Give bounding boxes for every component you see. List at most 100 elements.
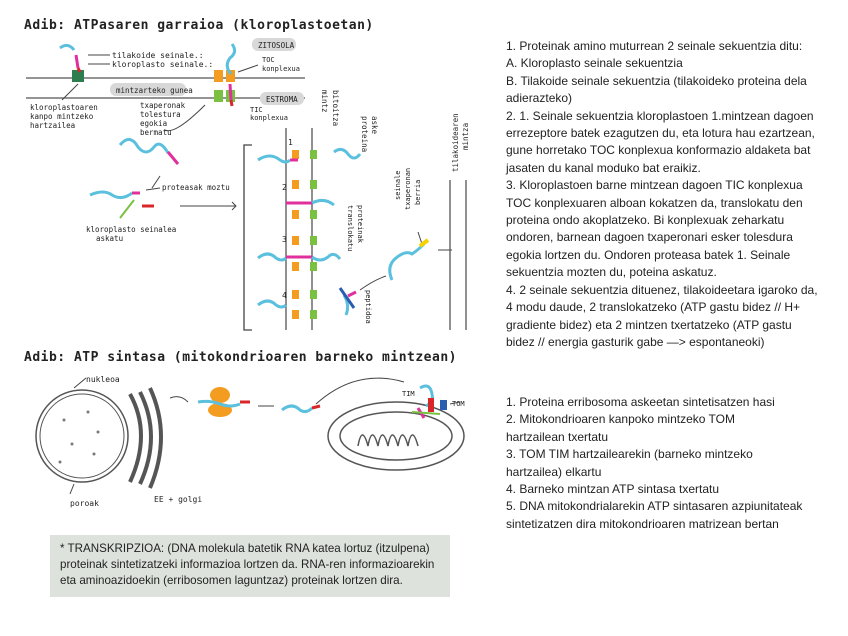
tim-complex-icon (428, 398, 434, 412)
pointer-line (417, 231, 423, 245)
label-kanpo-2: kanpo mintzeko (30, 112, 94, 121)
label-translokatu-2: proteinak (356, 205, 364, 244)
note-line: hartzailean txertatu (506, 429, 609, 444)
footnote-line: eta aminoazidoekin (erribosomen laguntza… (60, 574, 403, 587)
arrow (169, 396, 189, 403)
protein-strand (311, 252, 342, 262)
tic-complex-icon (310, 290, 317, 299)
chloroplast-signal (229, 99, 234, 107)
label-askatu: askatu (96, 234, 123, 243)
notes-section1: 1. Proteinak amino muturrean 2 seinale s… (506, 38, 836, 351)
arrow (315, 377, 405, 405)
label-tic-konplexua: konplexua (250, 114, 288, 122)
note-line: A. Kloroplasto seinale sekuentzia (506, 56, 683, 71)
label-proteina-1: proteina (360, 116, 369, 152)
note-line: ondoren, barnean dagoen txaperonari eske… (506, 230, 793, 245)
note-line: adierazteko) (506, 91, 573, 106)
note-line: sintetizatzen dira mitokondrioaren matri… (506, 516, 779, 531)
note-line: 1. Proteina erribosoma askeetan sintetis… (506, 395, 775, 409)
label-tilakoide-seinalea: tilakoide seinale.: (112, 51, 204, 60)
label-toc: TOC (262, 56, 275, 64)
note-line: 4. Barneko mintzan ATP sintasa txertatu (506, 482, 719, 497)
toc-complex-icon (292, 290, 299, 299)
tic-complex-icon (310, 150, 317, 159)
pointer-line (69, 483, 75, 495)
toc-complex-icon (292, 262, 299, 271)
mitochondrion-outer (327, 401, 465, 471)
cristae-icon (357, 434, 419, 447)
section1-title: Adib: ATPasaren garraioa (kloroplastoeta… (24, 18, 374, 33)
step-number: 2 (282, 183, 287, 192)
protein-strand (197, 399, 241, 408)
label-proteasak: proteasak moztu (162, 183, 230, 192)
arrow (164, 104, 206, 132)
note-line: gradiente bidez) eta 2 mintzen txertatze… (506, 317, 792, 332)
pointer-line (61, 83, 79, 101)
protein-strand (257, 252, 288, 262)
label-mintz-1: mintz (320, 90, 329, 113)
chloroplast-signal (311, 404, 321, 410)
step-number: 3 (282, 235, 287, 244)
note-line: B. Tilakoide seinale sekuentzia (tilakoi… (506, 73, 807, 88)
nuclear-pores (58, 410, 100, 464)
tic-complex-icon (310, 180, 317, 189)
zitosola-badge (252, 38, 296, 51)
label-seinalea-3: berria (414, 180, 422, 205)
label-estroma: ESTROMA (266, 95, 298, 104)
peptide-icon (338, 287, 356, 309)
tic-complex-icon (310, 262, 317, 271)
note-line: 2. Mitokondrioaren kanpoko mintzeko TOM (506, 412, 736, 427)
estroma-badge (260, 92, 304, 105)
protein-strand (257, 299, 288, 309)
label-tic: TIC (250, 106, 263, 114)
label-toc-konplexua: konplexua (262, 65, 300, 73)
tic-complex-icon (310, 210, 317, 219)
protein-strand (311, 198, 335, 207)
footnote-line: * TRANSKRIPZIOA: (DNA molekula batetik R… (60, 542, 430, 555)
note-line: hartzailea) elkartu (506, 464, 602, 479)
protein-strand (118, 138, 170, 154)
pointer-line (449, 401, 461, 405)
label-txaperona-3: egokia (140, 119, 167, 128)
er-golgi-icon (128, 393, 143, 483)
tilakoid-signal (166, 151, 180, 165)
tilakoid-signal (74, 54, 80, 69)
protease-icon (119, 199, 135, 219)
pointer-line (145, 187, 161, 191)
note-line: 4. 2 seinale sekuentzia dituenez, tilako… (506, 282, 818, 297)
label-peptidoa: peptidoa (364, 290, 372, 324)
tom-complex-icon (440, 400, 447, 410)
new-signal-icon (418, 238, 430, 248)
label-seinalea-1: seinale (394, 170, 402, 200)
label-translokatu-1: translokatu (346, 205, 354, 251)
protein-strand (59, 43, 76, 51)
ribosome-icon (210, 387, 230, 403)
note-line: jasaten du kanal moduko bat eraikiz. (506, 160, 701, 175)
label-zitosola: ZITOSOLA (258, 41, 295, 50)
label-poroak: poroak (70, 499, 99, 508)
label-ee-golgi: EE + golgi (154, 495, 202, 504)
note-line: 2. 1. Seinale sekuentzia kloroplastoen 1… (506, 108, 814, 123)
label-tim: TIM (402, 390, 415, 398)
transcription-note-box: * TRANSKRIPZIOA: (DNA molekula batetik R… (50, 535, 450, 597)
note-line: 4 modu daude, 2 translokatzeko (ATP gast… (506, 300, 801, 315)
protein-strand (89, 190, 133, 200)
label-kloroplasto-seinalea-2: kloroplasto seinalea (86, 225, 176, 234)
label-nukleoa: nukleoa (86, 375, 120, 384)
note-line: proteina ondo akoplatzeko. Bi konplexuak… (506, 213, 785, 228)
label-mintzarteko: mintzarteko gunea (116, 86, 193, 95)
label-tilakoide-2: mintza (461, 123, 470, 150)
nucleus-inner (39, 393, 125, 479)
note-line: sekuentzia mozten du, poteina askatuz. (506, 265, 717, 280)
mitochondrion-inner (339, 411, 453, 461)
step-number: 4 (282, 291, 287, 300)
label-proteina-2: aske (370, 116, 379, 135)
arrow-head (231, 201, 237, 211)
label-txaperona-2: tolestura (140, 110, 181, 119)
protein-strand (257, 154, 292, 164)
arrow (359, 275, 387, 291)
tic-complex-icon (310, 310, 317, 319)
toc-complex-icon (292, 236, 299, 245)
label-kanpo-1: kloroplastoaren (30, 103, 98, 112)
